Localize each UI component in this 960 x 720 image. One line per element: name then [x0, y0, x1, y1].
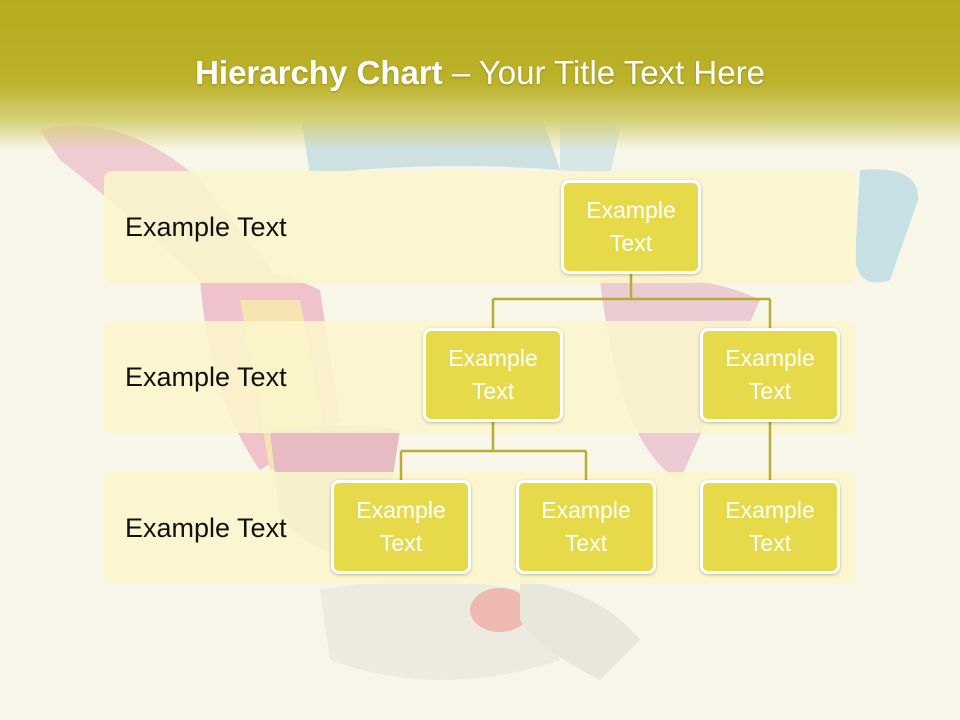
title-bold: Hierarchy Chart [195, 54, 443, 91]
node-level3-b[interactable]: Example Text [516, 480, 656, 574]
node-root[interactable]: Example Text [561, 180, 701, 274]
title-band [0, 0, 960, 150]
node-root-label: Example Text [586, 197, 676, 256]
level-label-3: Example Text [125, 513, 287, 543]
node-level2-left-label: Example Text [448, 345, 538, 404]
node-level3-c[interactable]: Example Text [700, 480, 840, 574]
level-label-2: Example Text [125, 362, 287, 392]
node-level3-b-label: Example Text [541, 497, 631, 556]
node-level3-c-label: Example Text [725, 497, 815, 556]
node-level2-right-label: Example Text [725, 345, 815, 404]
connector-root-children [491, 274, 772, 329]
level-label-1: Example Text [125, 212, 287, 242]
node-level3-a-label: Example Text [356, 497, 446, 556]
slide-title: Hierarchy Chart – Your Title Text Here [0, 54, 960, 92]
level-band-1 [104, 171, 856, 283]
node-level3-a[interactable]: Example Text [331, 480, 471, 574]
node-level2-right[interactable]: Example Text [700, 328, 840, 422]
node-level2-left[interactable]: Example Text [423, 328, 563, 422]
connector-left-children [399, 422, 588, 481]
title-rest: – Your Title Text Here [442, 54, 765, 91]
